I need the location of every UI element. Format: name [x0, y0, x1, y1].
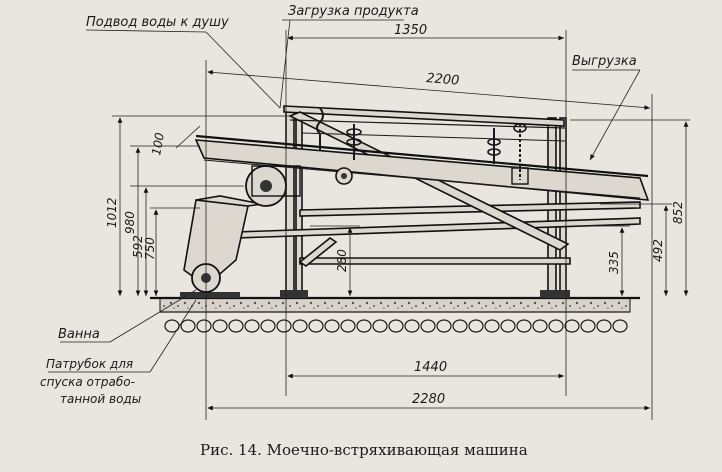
dim-592: 592 — [131, 235, 145, 258]
washing-trough — [194, 119, 650, 201]
dim-980: 980 — [123, 211, 137, 234]
label-drain-line1: Патрубок для — [46, 357, 133, 371]
hangers — [316, 107, 529, 185]
label-drain-line2: спуска отрабо- — [40, 375, 135, 389]
bath-tank — [183, 195, 263, 293]
leader-lines — [48, 19, 641, 373]
dim-2200: 2200 — [426, 71, 460, 89]
dim-1012: 1012 — [105, 197, 119, 228]
label-unloading: Выгрузка — [572, 54, 637, 69]
label-water-supply: Подвод воды к душу — [86, 15, 229, 30]
dimension-lines — [117, 35, 689, 411]
dim-492: 492 — [651, 239, 665, 262]
figure-caption: Рис. 14. Моечно-встряхивающая машина — [200, 441, 528, 459]
dim-335: 335 — [607, 251, 621, 274]
machine-frame — [180, 105, 641, 299]
dim-280: 280 — [335, 249, 349, 272]
dim-1350: 1350 — [394, 23, 427, 38]
dim-750: 750 — [143, 237, 157, 260]
dim-100: 100 — [149, 131, 167, 156]
dim-2280: 2280 — [412, 392, 445, 407]
label-product-loading: Загрузка продукта — [288, 4, 419, 19]
label-bath: Ванна — [58, 327, 100, 342]
foundation — [150, 296, 640, 333]
dim-852: 852 — [671, 201, 685, 224]
label-drain-line3: танной воды — [60, 392, 141, 406]
dim-1440: 1440 — [414, 360, 447, 375]
stone-row — [164, 319, 628, 333]
